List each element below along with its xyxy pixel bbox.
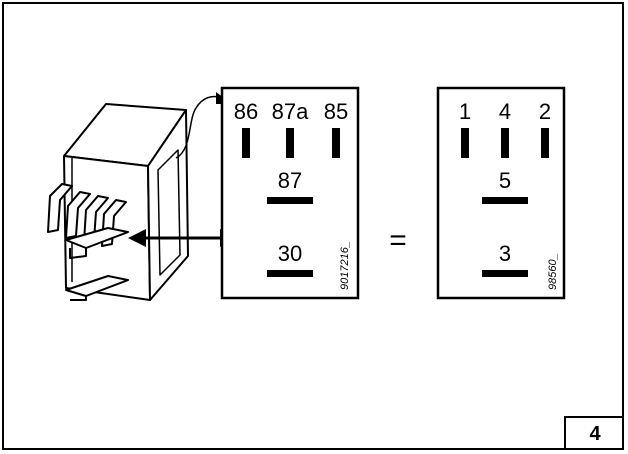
page-number: 4: [589, 422, 601, 445]
pin-3-terminal: [482, 270, 528, 277]
pin-85-label: 85: [324, 99, 348, 124]
numbered-pinout-box: 1 4 2 5 3 98560_: [436, 86, 566, 300]
figure-frame: [2, 2, 624, 450]
pin-4-terminal: [501, 128, 509, 158]
pin-87-label: 87: [278, 168, 302, 193]
relay-pinout-box: 86 87a 85 87 30 9017216_: [220, 86, 360, 300]
equals-sign: =: [389, 224, 407, 257]
pin-4-label: 4: [499, 99, 511, 124]
pin-1-label: 1: [459, 99, 471, 124]
numbered-figure-code: 98560_: [547, 253, 559, 290]
pin-87a-terminal: [286, 128, 294, 158]
relay-illustration: [47, 103, 189, 301]
pin-1-terminal: [461, 128, 469, 158]
pin-30-terminal: [267, 270, 313, 277]
pin-87-terminal: [267, 197, 313, 204]
pin-86-label: 86: [234, 99, 258, 124]
pin-3-label: 3: [499, 241, 511, 266]
pin-87a-label: 87a: [272, 99, 309, 124]
pin-5-label: 5: [499, 168, 511, 193]
pin-5-terminal: [482, 197, 528, 204]
pin-2-label: 2: [539, 99, 551, 124]
pin-86-terminal: [242, 128, 250, 158]
page-number-box: 4: [564, 416, 624, 450]
pin-30-label: 30: [278, 241, 302, 266]
relay-figure-code: 9017216_: [339, 241, 351, 290]
pin-2-terminal: [541, 128, 549, 158]
pin-85-terminal: [332, 128, 340, 158]
